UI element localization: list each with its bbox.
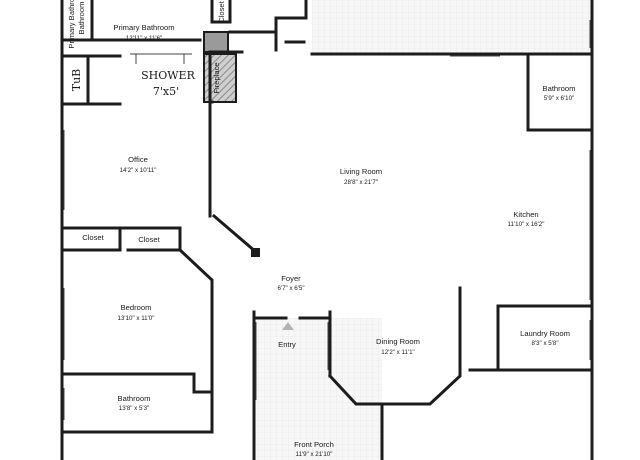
primary-bathroom-label: Primary Bathroom — [113, 23, 174, 32]
office-dims: 14'2" x 10'11" — [120, 167, 157, 174]
laundry-room-label: Laundry Room — [520, 329, 570, 338]
laundry-room-dims: 8'3" x 5'8" — [531, 340, 558, 347]
living-room-label: Living Room — [340, 167, 382, 176]
shower-dims: 7'x5' — [153, 85, 179, 98]
bedroom-dims: 13'10" x 11'0" — [118, 315, 155, 322]
bathroom-left-dims: 13'8" x 5'3" — [119, 405, 150, 412]
closet-top-label: Closet — [217, 0, 226, 22]
front-porch-floor — [254, 318, 382, 460]
top-patio — [312, 0, 592, 54]
walls — [60, 0, 594, 460]
kitchen-label: Kitchen — [513, 210, 538, 219]
entry-label: Entry — [278, 340, 296, 349]
tub-label: TuB — [70, 69, 83, 92]
bathroom-left-label: Bathroom — [118, 394, 151, 403]
shower-label: SHOWER — [141, 69, 195, 82]
bathroom-right-label: Bathroom — [543, 84, 576, 93]
dining-room-dims: 12'2" x 11'1" — [381, 349, 414, 356]
bathroom-right-dims: 5'9" x 6'10" — [544, 95, 575, 102]
fireplace-box — [203, 31, 229, 53]
kitchen-dims: 11'10" x 16'2" — [508, 221, 545, 228]
dining-room-label: Dining Room — [376, 337, 420, 346]
window-lines — [63, 20, 591, 420]
closet-mid-label: Closet — [138, 235, 160, 244]
column — [251, 248, 260, 257]
primary-bathroom-small-label: Primary Bathroom — [67, 0, 76, 49]
primary-bathroom-dims: 12'11" x 11'6" — [126, 35, 162, 42]
closet-left-label: Closet — [82, 233, 104, 242]
primary-bathroom-small-label2: Bathroom — [77, 2, 86, 35]
fireplace-label: Fireplace — [212, 62, 221, 93]
bedroom-label: Bedroom — [121, 303, 152, 312]
office-label: Office — [128, 155, 148, 164]
shower-door-lines — [130, 53, 192, 64]
front-porch-label: Front Porch — [294, 440, 334, 449]
foyer-dims: 6'7" x 6'5" — [277, 285, 304, 292]
entry-arrow — [282, 322, 294, 330]
front-porch-dims: 11'9" x 21'10" — [296, 451, 333, 458]
living-room-dims: 28'8" x 21'7" — [344, 179, 378, 186]
foyer-label: Foyer — [281, 274, 301, 283]
